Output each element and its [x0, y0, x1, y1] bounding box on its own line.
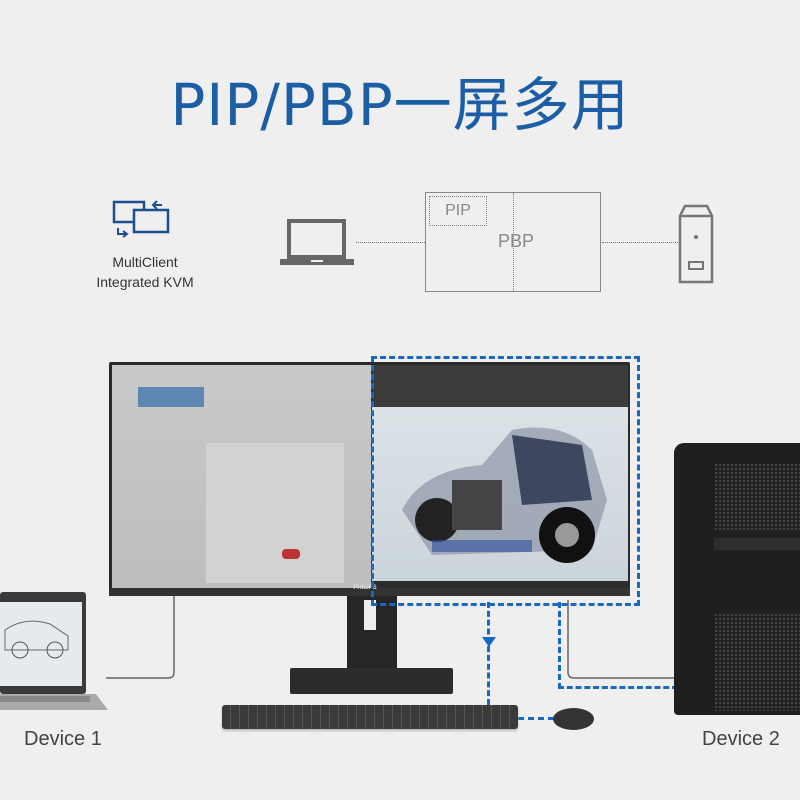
tower-vent-bottom: [714, 613, 800, 711]
brand-logo: PHILIPS: [353, 585, 377, 591]
connector-line-left: [356, 242, 425, 243]
laptop-device: [0, 592, 108, 710]
cad-ribbon-toolbar: [372, 365, 628, 407]
device1-label: Device 1: [24, 728, 102, 750]
laptop-cable: [106, 594, 175, 679]
screen-right-cad-app: [372, 365, 628, 591]
tower-ports: [714, 538, 800, 550]
desktop-tower: [674, 443, 800, 715]
pbp-label: PBP: [497, 231, 535, 251]
page-title: PIP/PBP一屏多用: [170, 71, 630, 139]
mouse: [553, 708, 594, 730]
kvm-line-mouse: [518, 717, 554, 720]
pbp-diagram: PIP PBP: [425, 192, 601, 292]
kvm-line-device2: [558, 602, 678, 689]
pip-window: PIP: [429, 196, 487, 226]
connector-line-right: [602, 242, 678, 243]
device2-label: Device 2: [702, 728, 780, 750]
red-car-thumbnail: [282, 549, 300, 559]
screen-left-email-app: [112, 365, 371, 591]
kvm-label-line1: MultiClient: [112, 254, 178, 270]
arrow-down-icon: [482, 637, 496, 647]
tower-vent-top: [714, 463, 800, 531]
kvm-label-line2: Integrated KVM: [96, 274, 194, 290]
kvm-highlight-box: [371, 356, 640, 606]
stand-cable-hole: [364, 600, 376, 630]
laptop-icon: [280, 219, 354, 265]
device2-cable: [567, 600, 676, 679]
selected-email: [138, 387, 204, 407]
desktop-tower-icon: [678, 204, 714, 284]
car-3d-render: [402, 427, 607, 563]
monitor: [109, 362, 630, 594]
kvm-line-keyboard: [487, 602, 490, 705]
taskbar: [372, 581, 628, 591]
car-sketch-preview: [206, 443, 344, 583]
monitor-stand-base: [290, 668, 453, 694]
monitor-chin: [109, 588, 630, 596]
multiclient-kvm-icon: [112, 200, 170, 238]
keyboard: [222, 705, 518, 729]
pbp-divider: [513, 193, 514, 291]
